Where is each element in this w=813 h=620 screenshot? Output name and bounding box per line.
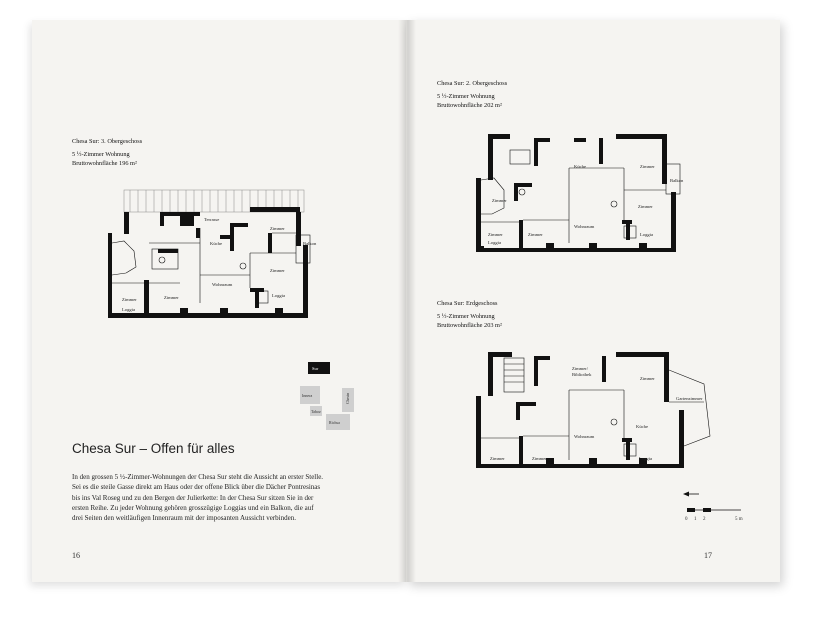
floor-plan-eg: Zimmer/ Bibliothek Zimmer Gartenzimmer W… bbox=[476, 352, 711, 468]
svg-text:Loggia: Loggia bbox=[272, 293, 285, 298]
site-map: Sur Innera Chesin Taboz Richsa bbox=[300, 362, 354, 430]
plan-units: 5 ½-Zimmer Wohnung bbox=[437, 313, 495, 320]
svg-text:Loggia: Loggia bbox=[640, 232, 653, 237]
svg-text:Loggia: Loggia bbox=[122, 307, 135, 312]
svg-text:Bibliothek: Bibliothek bbox=[572, 372, 592, 377]
svg-text:Wohnraum: Wohnraum bbox=[574, 224, 595, 229]
plan-area: Bruttowohnfläche 203 m² bbox=[437, 322, 502, 329]
svg-text:Zimmer: Zimmer bbox=[490, 456, 505, 461]
plan-caption-3og: Chesa Sur: 3. Obergeschoss 5 ½-Zimmer Wo… bbox=[72, 137, 142, 168]
svg-text:Gartenzimmer: Gartenzimmer bbox=[676, 396, 703, 401]
svg-text:Zimmer: Zimmer bbox=[270, 226, 285, 231]
svg-text:Zimmer: Zimmer bbox=[638, 204, 653, 209]
section-heading: Chesa Sur – Offen für alles bbox=[72, 441, 235, 456]
right-page bbox=[406, 20, 780, 582]
scale-label-2: 2 bbox=[703, 517, 706, 522]
left-page bbox=[32, 20, 406, 582]
scale-label-1: 1 bbox=[694, 517, 697, 522]
svg-text:Zimmer: Zimmer bbox=[122, 297, 137, 302]
plan-units: 5 ½-Zimmer Wohnung bbox=[72, 151, 130, 158]
svg-text:Richsa: Richsa bbox=[329, 420, 340, 425]
plan-title: Chesa Sur: 2. Obergeschoss bbox=[437, 80, 508, 87]
svg-text:Zimmer: Zimmer bbox=[164, 295, 179, 300]
svg-text:Innera: Innera bbox=[302, 393, 312, 398]
svg-text:Zimmer: Zimmer bbox=[488, 232, 503, 237]
page-number-right: 17 bbox=[704, 551, 712, 560]
svg-text:Zimmer: Zimmer bbox=[270, 268, 285, 273]
svg-text:Küche: Küche bbox=[210, 241, 222, 246]
svg-text:Terrasse: Terrasse bbox=[204, 217, 219, 222]
floor-plan-3og: Terrasse Zimmer Küche Balkon Zimmer Wohn… bbox=[108, 189, 317, 318]
svg-text:Zimmer: Zimmer bbox=[492, 198, 507, 203]
svg-text:Zimmer: Zimmer bbox=[640, 164, 655, 169]
north-arrow-icon: 0 1 2 5 m bbox=[683, 491, 743, 522]
svg-text:Küche: Küche bbox=[574, 164, 586, 169]
plan-area: Bruttowohnfläche 196 m² bbox=[72, 160, 137, 167]
svg-text:Zimmer: Zimmer bbox=[532, 456, 547, 461]
scale-bar: 0 1 2 5 m bbox=[681, 490, 761, 529]
svg-text:Balkon: Balkon bbox=[303, 241, 317, 246]
svg-text:Loggia: Loggia bbox=[488, 240, 501, 245]
svg-text:Loggia: Loggia bbox=[639, 456, 652, 461]
page-number-left: 16 bbox=[72, 551, 80, 560]
svg-text:Balkon: Balkon bbox=[670, 178, 684, 183]
svg-text:Zimmer: Zimmer bbox=[640, 376, 655, 381]
svg-text:Zimmer/: Zimmer/ bbox=[572, 366, 589, 371]
plan-title: Chesa Sur: 3. Obergeschoss bbox=[72, 138, 143, 145]
plan-caption-2og: Chesa Sur: 2. Obergeschoss 5 ½-Zimmer Wo… bbox=[437, 79, 507, 110]
book-gutter bbox=[398, 20, 416, 582]
svg-text:Zimmer: Zimmer bbox=[528, 232, 543, 237]
plan-area: Bruttowohnfläche 202 m² bbox=[437, 102, 502, 109]
svg-text:Küche: Küche bbox=[636, 424, 648, 429]
svg-text:Wohnraum: Wohnraum bbox=[212, 282, 233, 287]
svg-text:Taboz: Taboz bbox=[311, 409, 321, 414]
floor-plan-2og: Küche Zimmer Balkon Zimmer Zimmer Zimmer… bbox=[476, 134, 684, 252]
scale-label-5m: 5 m bbox=[735, 517, 743, 522]
plan-units: 5 ½-Zimmer Wohnung bbox=[437, 93, 495, 100]
plan-title: Chesa Sur: Erdgeschoss bbox=[437, 300, 498, 307]
svg-text:Sur: Sur bbox=[312, 366, 319, 371]
section-body-text: In den grossen 5 ½-Zimmer-Wohnungen der … bbox=[72, 473, 324, 523]
plan-caption-eg: Chesa Sur: Erdgeschoss 5 ½-Zimmer Wohnun… bbox=[437, 299, 502, 330]
scale-label-0: 0 bbox=[685, 517, 688, 522]
svg-text:Wohnraum: Wohnraum bbox=[574, 434, 595, 439]
svg-text:Chesin: Chesin bbox=[345, 393, 350, 404]
